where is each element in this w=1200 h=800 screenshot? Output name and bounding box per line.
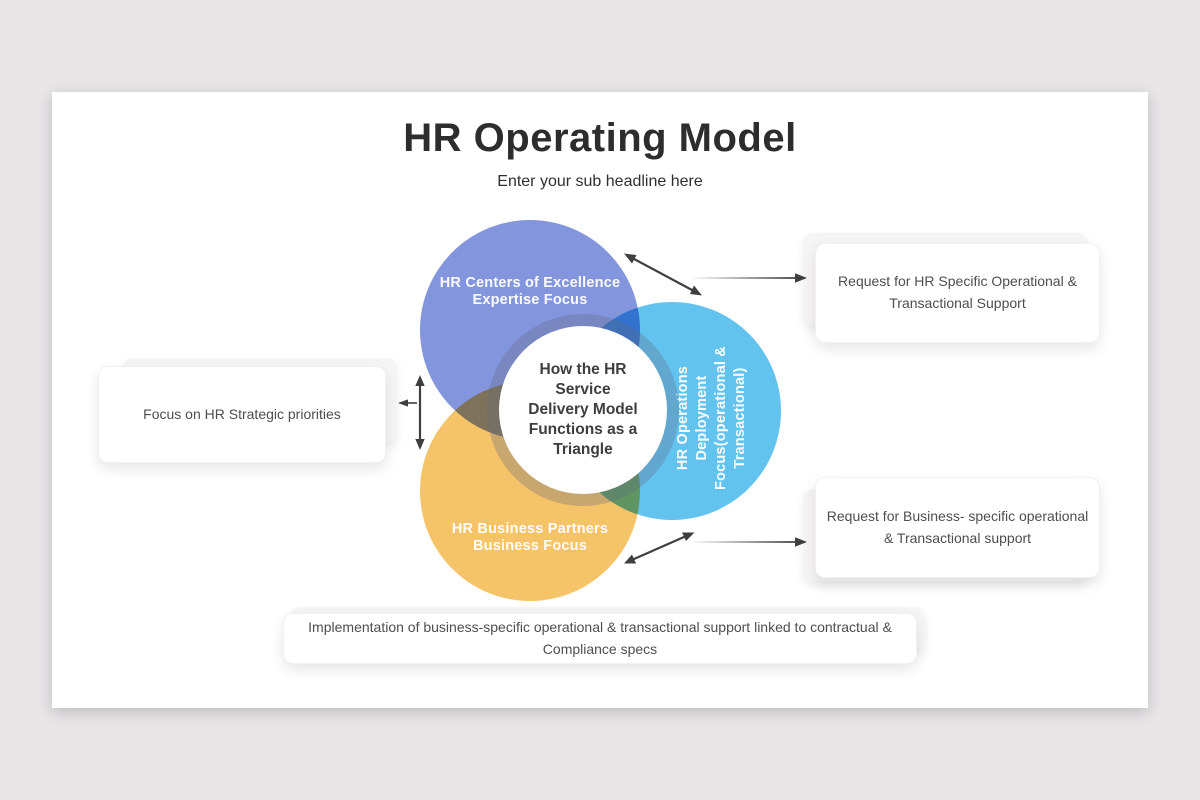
coe-circle-label: HR Centers of Excellence Expertise Focus xyxy=(430,275,630,309)
center-text-line: How the HR Service xyxy=(539,361,627,398)
operations-circle-label: HR Operations Deployment Focus(operation… xyxy=(674,298,758,538)
bottom-callout-box: Implementation of business-specific oper… xyxy=(283,613,917,664)
center-circle: How the HR Service Delivery Model Functi… xyxy=(499,326,667,494)
page-title: HR Operating Model xyxy=(403,116,797,160)
left-callout-box: Focus on HR Strategic priorities xyxy=(98,366,386,463)
slide-header: HR Operating Model Enter your sub headli… xyxy=(52,116,1148,191)
ops-label-line: Transactional) xyxy=(732,367,748,469)
center-text-line: Triangle xyxy=(553,441,613,458)
bp-label-line: Business Focus xyxy=(473,538,587,554)
center-text-line: Delivery Model xyxy=(528,401,638,418)
top-right-callout-box: Request for HR Specific Operational & Tr… xyxy=(815,243,1100,343)
left-callout-text: Focus on HR Strategic priorities xyxy=(143,405,341,422)
top-right-connector xyxy=(624,253,807,296)
slide-canvas: HR Operating Model Enter your sub headli… xyxy=(52,92,1148,708)
center-text-line: Functions as a xyxy=(528,421,638,438)
left-connector xyxy=(398,375,425,450)
ops-label-line: Deployment xyxy=(694,375,710,461)
bottom-right-callout-box: Request for Business- specific operation… xyxy=(815,477,1100,578)
top-right-callout-text: Request for HR Specific Operational & Tr… xyxy=(838,273,1077,311)
bp-label-line: HR Business Partners xyxy=(451,521,609,537)
coe-label-line: HR Centers of Excellence xyxy=(439,275,621,291)
ops-label-line: Focus(operational & xyxy=(713,346,729,490)
ops-label-line: HR Operations xyxy=(675,365,691,471)
business-partners-circle-label: HR Business Partners Business Focus xyxy=(430,521,630,555)
bottom-callout-text: Implementation of business-specific oper… xyxy=(308,618,892,657)
bottom-right-callout-text: Request for Business- specific operation… xyxy=(826,507,1089,546)
coe-label-line: Expertise Focus xyxy=(472,292,588,308)
center-circle-text: How the HR Service Delivery Model Functi… xyxy=(510,360,656,460)
page-subtitle: Enter your sub headline here xyxy=(497,173,703,190)
